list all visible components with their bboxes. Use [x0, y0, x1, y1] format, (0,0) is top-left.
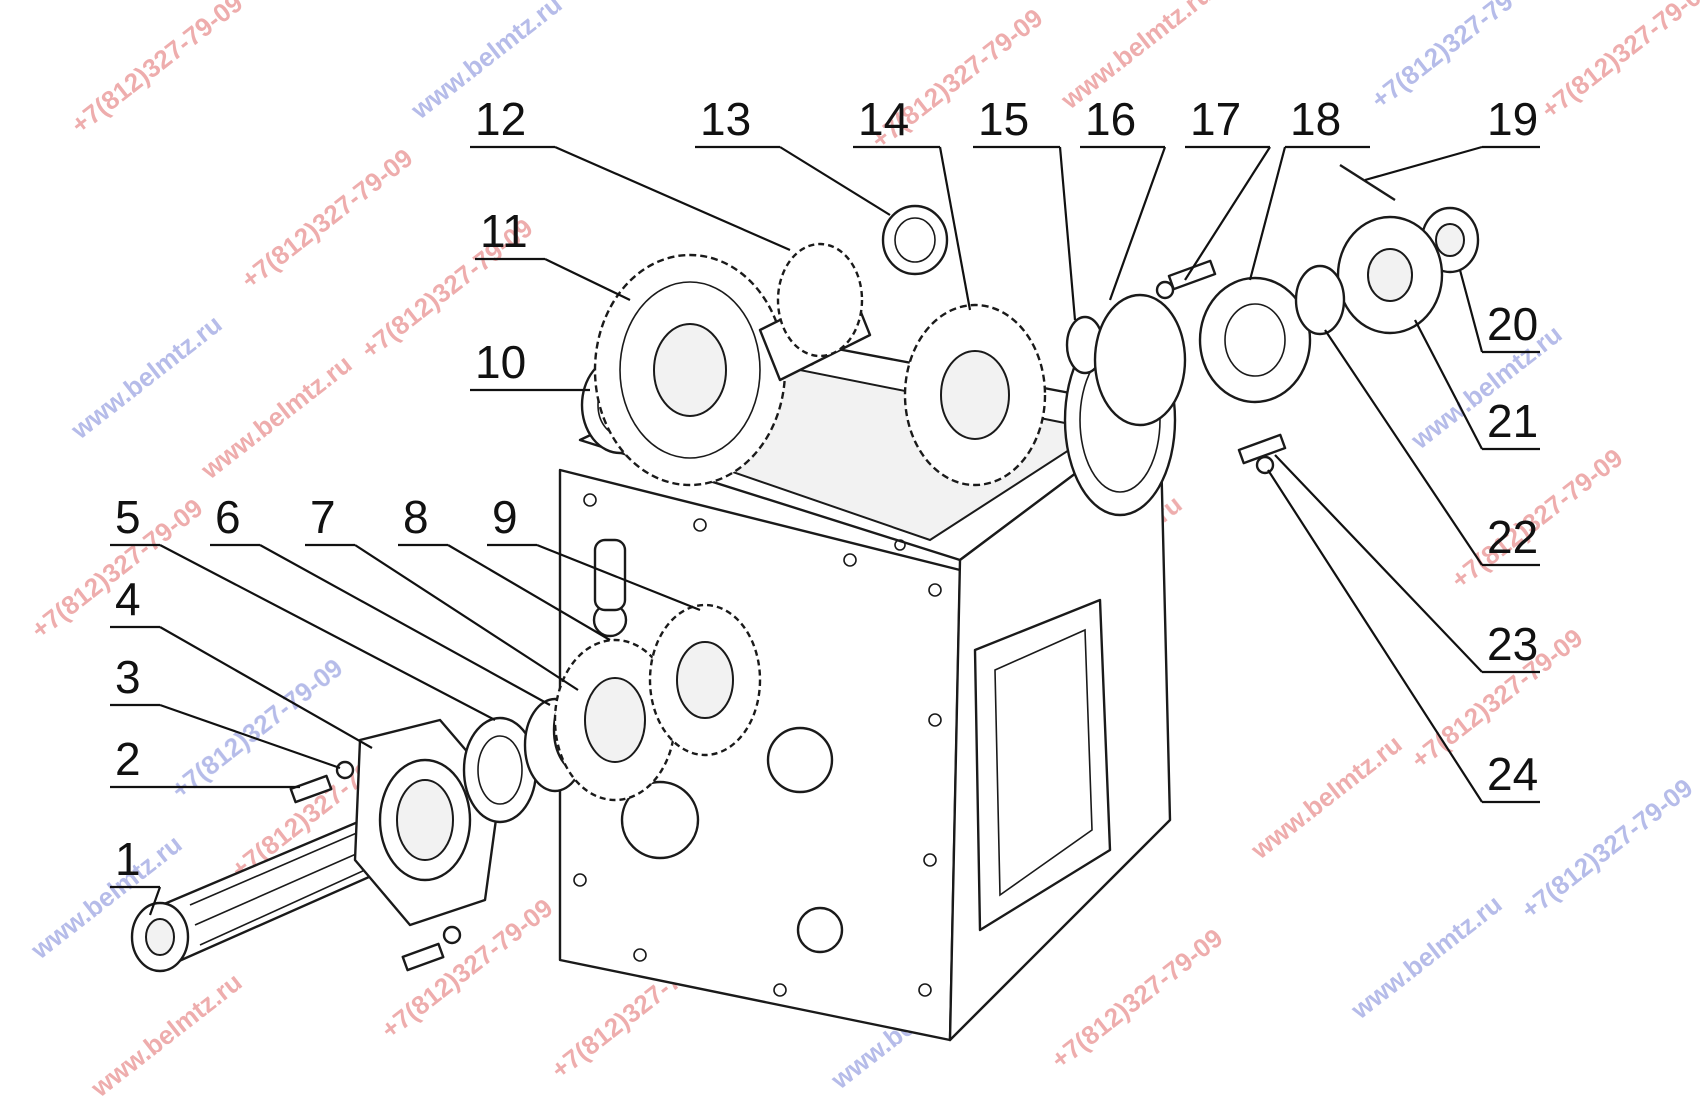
leader-line-7	[354, 544, 579, 691]
label-12: 12	[475, 93, 526, 145]
washer	[1294, 264, 1346, 336]
watermark-phone: +7(812)327-79-09	[235, 142, 418, 294]
label-9: 9	[492, 491, 518, 543]
gear	[648, 603, 762, 757]
label-16: 16	[1085, 93, 1136, 145]
watermark-site: www.belmtz.ru	[84, 967, 247, 1098]
leader-lines	[110, 145, 1540, 916]
leader-line-14	[938, 146, 972, 311]
leader-line-3	[159, 703, 341, 770]
leader-line-8	[447, 544, 611, 641]
leader-line-24	[1267, 469, 1483, 803]
label-18: 18	[1290, 93, 1341, 145]
leader-line-17	[1184, 146, 1271, 281]
cotter-pin	[1339, 163, 1396, 202]
watermark-phone: +7(812)327-79-09	[1515, 772, 1698, 924]
label-10: 10	[475, 336, 526, 388]
leader-line-19	[1364, 145, 1483, 182]
large-gear	[593, 253, 787, 487]
rear-cover	[1093, 293, 1187, 427]
label-4: 4	[115, 573, 141, 625]
part-labels: 1 2 3 4 5 6 7 8 9 10 11 12 13 14 15 16 1…	[115, 93, 1538, 885]
label-24: 24	[1487, 748, 1538, 800]
watermark-site: www.belmtz.ru	[1404, 319, 1567, 456]
watermark-phone: +7(812)327-79-09	[65, 0, 248, 140]
watermark-site: www.belmtz.ru	[194, 349, 357, 486]
label-2: 2	[115, 733, 141, 785]
label-17: 17	[1190, 93, 1241, 145]
leader-line-9	[536, 543, 701, 612]
bolt	[1237, 433, 1287, 465]
watermark-site: www.belmtz.ru	[1244, 729, 1407, 866]
label-8: 8	[403, 491, 429, 543]
bolt	[1155, 259, 1217, 300]
flange	[1336, 215, 1444, 335]
label-20: 20	[1487, 298, 1538, 350]
watermark-site: www.belmtz.ru	[64, 309, 227, 446]
leader-line-18	[1248, 146, 1287, 281]
bearing-housing	[1198, 276, 1312, 404]
leader-line-1	[148, 886, 162, 916]
label-3: 3	[115, 651, 141, 703]
leader-line-21	[1414, 319, 1483, 450]
label-13: 13	[700, 93, 751, 145]
watermark-site: www.belmtz.ru	[1344, 889, 1507, 1026]
label-23: 23	[1487, 618, 1538, 670]
leader-line-12	[554, 145, 791, 252]
watermark-phone: +7(812)327-79-09	[1045, 922, 1228, 1074]
leader-line-6	[259, 544, 551, 706]
leader-line-16	[1108, 146, 1167, 301]
leader-line-20	[1458, 269, 1484, 353]
leader-line-23	[1274, 454, 1483, 673]
leader-line-11	[544, 258, 631, 301]
gear	[903, 303, 1047, 487]
label-1: 1	[115, 833, 141, 885]
label-6: 6	[215, 491, 241, 543]
leader-line-4	[159, 626, 373, 749]
label-14: 14	[858, 93, 909, 145]
leader-line-22	[1324, 329, 1483, 566]
watermark-phone: +7(812)327-79-09	[1535, 0, 1700, 125]
leader-line-13	[779, 146, 891, 216]
label-21: 21	[1487, 395, 1538, 447]
leader-line-15	[1058, 146, 1077, 321]
label-11: 11	[480, 205, 528, 257]
gear-shaft	[758, 242, 872, 382]
leader-line-5	[159, 544, 496, 721]
label-22: 22	[1487, 511, 1538, 563]
label-19: 19	[1487, 93, 1538, 145]
bearing	[881, 204, 949, 276]
gear	[553, 638, 677, 802]
label-15: 15	[978, 93, 1029, 145]
label-5: 5	[115, 491, 141, 543]
washer	[1255, 455, 1275, 475]
front-bolts	[289, 760, 462, 972]
label-7: 7	[310, 491, 336, 543]
